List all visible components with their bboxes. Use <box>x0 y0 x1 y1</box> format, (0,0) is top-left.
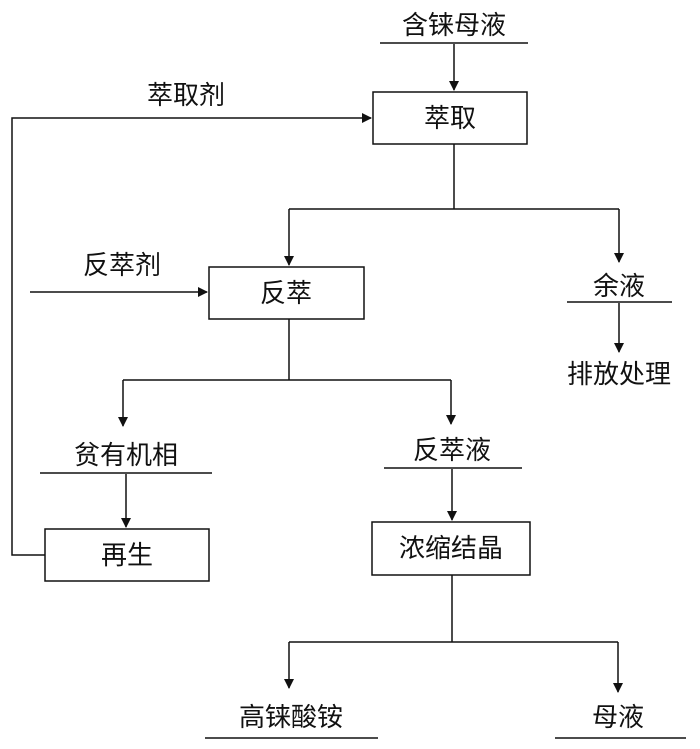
extraction-box <box>372 91 528 145</box>
label-stripping-agent: 反萃剂 <box>83 251 161 281</box>
label-strip-liquor: 反萃液 <box>413 436 491 466</box>
concentration-crystallization-box <box>371 521 531 576</box>
label-rhenium-mother-liquor: 含铼母液 <box>402 11 506 41</box>
arrow-recycle-to-extraction <box>11 113 372 556</box>
label-discharge-treatment: 排放处理 <box>567 360 671 390</box>
label-lean-organic-phase: 贫有机相 <box>74 441 178 471</box>
label-raffinate: 余液 <box>593 272 645 302</box>
back-extraction-box <box>208 266 365 320</box>
label-concentration-crystallization: 浓缩结晶 <box>399 534 503 564</box>
label-back-extraction: 反萃 <box>260 279 312 309</box>
label-mother-liquor: 母液 <box>592 703 644 733</box>
label-extractant: 萃取剂 <box>147 81 225 111</box>
regeneration-box <box>44 528 210 582</box>
label-extraction: 萃取 <box>424 104 476 134</box>
label-regeneration: 再生 <box>101 541 153 571</box>
label-ammonium-perrhenate: 高铼酸铵 <box>239 703 343 733</box>
